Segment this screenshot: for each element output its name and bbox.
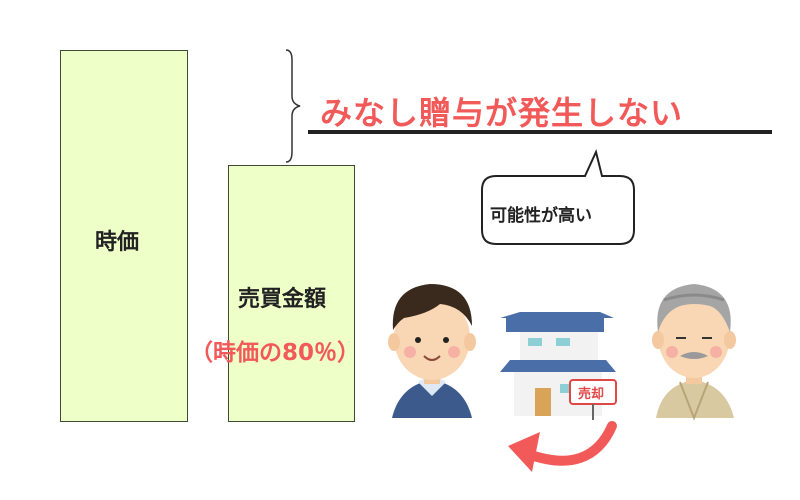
- headline: みなし贈与が発生しない: [320, 94, 684, 132]
- market-value-bar: [60, 50, 188, 422]
- speech-bubble-text: 可能性が高い: [490, 206, 592, 226]
- house-icon: [500, 312, 617, 420]
- house-sign-text: 売却: [578, 387, 605, 402]
- curved-arrow-icon: [508, 421, 617, 472]
- brace-icon: [285, 49, 301, 163]
- headline-underline: [308, 130, 772, 134]
- sale-price-label: 売買金額: [238, 287, 327, 312]
- speech-bubble-icon: [481, 148, 635, 245]
- sale-price-bar: [228, 165, 355, 422]
- elderly-man-icon: [652, 284, 736, 421]
- young-man-icon: [388, 284, 476, 418]
- market-value-label: 時価: [95, 230, 140, 255]
- sale-price-note: （時価の80％）: [190, 340, 361, 366]
